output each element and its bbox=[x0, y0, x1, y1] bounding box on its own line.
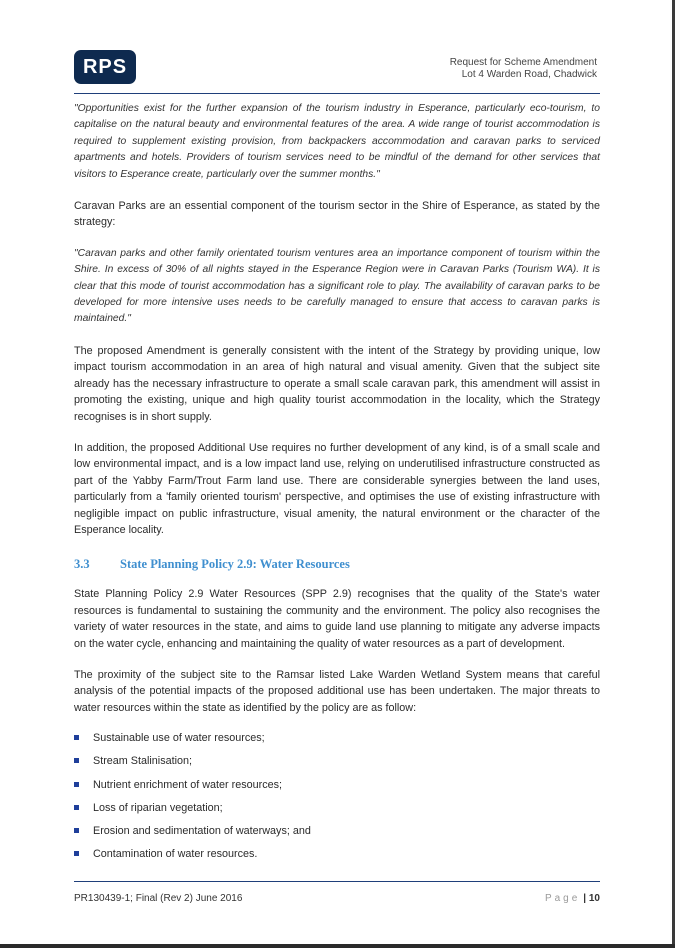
list-item: Stream Stalinisation; bbox=[74, 754, 600, 768]
header-rule bbox=[74, 93, 600, 94]
paragraph-additional-use: In addition, the proposed Additional Use… bbox=[74, 441, 600, 536]
footer-doc-ref: PR130439-1; Final (Rev 2) June 2016 bbox=[74, 893, 243, 904]
logo-text: RPS bbox=[82, 55, 128, 78]
bullet-icon bbox=[74, 827, 79, 833]
bullet-icon bbox=[74, 781, 79, 787]
paragraph-proximity: The proximity of the subject site to the… bbox=[74, 668, 600, 714]
paragraph-spp: State Planning Policy 2.9 Water Resource… bbox=[74, 588, 600, 650]
header-text: Request for Scheme Amendment Lot 4 Warde… bbox=[450, 57, 597, 81]
page-edge-right bbox=[672, 0, 675, 948]
section-heading: 3.3 State Planning Policy 2.9: Water Res… bbox=[74, 557, 600, 572]
bullet-icon bbox=[74, 804, 79, 810]
page-label: Page bbox=[544, 893, 581, 904]
section-title: State Planning Policy 2.9: Water Resourc… bbox=[120, 557, 350, 572]
paragraph-amendment: The proposed Amendment is generally cons… bbox=[74, 344, 600, 423]
page-edge-bottom bbox=[0, 944, 675, 948]
bullet-icon bbox=[74, 735, 79, 741]
footer-page: Page| 10 bbox=[545, 893, 600, 904]
section-number: 3.3 bbox=[74, 557, 90, 572]
rps-logo: RPS bbox=[74, 50, 136, 84]
list-item: Erosion and sedimentation of waterways; … bbox=[74, 824, 600, 838]
list-item: Nutrient enrichment of water resources; bbox=[74, 778, 600, 792]
bullet-icon bbox=[74, 851, 79, 857]
paragraph-caravan-parks: Caravan Parks are an essential component… bbox=[74, 200, 600, 229]
strategy-quote-caravan: "Caravan parks and other family orientat… bbox=[74, 247, 600, 325]
doc-subtitle: Lot 4 Warden Road, Chadwick bbox=[461, 69, 597, 80]
page-content: "Opportunities exist for the further exp… bbox=[74, 101, 600, 870]
bullet-icon bbox=[74, 758, 79, 764]
page-number: | 10 bbox=[583, 893, 600, 904]
doc-title: Request for Scheme Amendment bbox=[449, 57, 597, 68]
threats-list: Sustainable use of water resources; Stre… bbox=[74, 731, 600, 861]
list-item: Contamination of water resources. bbox=[74, 847, 600, 861]
list-item: Sustainable use of water resources; bbox=[74, 731, 600, 745]
strategy-quote-tourism: "Opportunities exist for the further exp… bbox=[74, 103, 600, 180]
list-item: Loss of riparian vegetation; bbox=[74, 801, 600, 815]
footer-rule bbox=[74, 881, 600, 882]
